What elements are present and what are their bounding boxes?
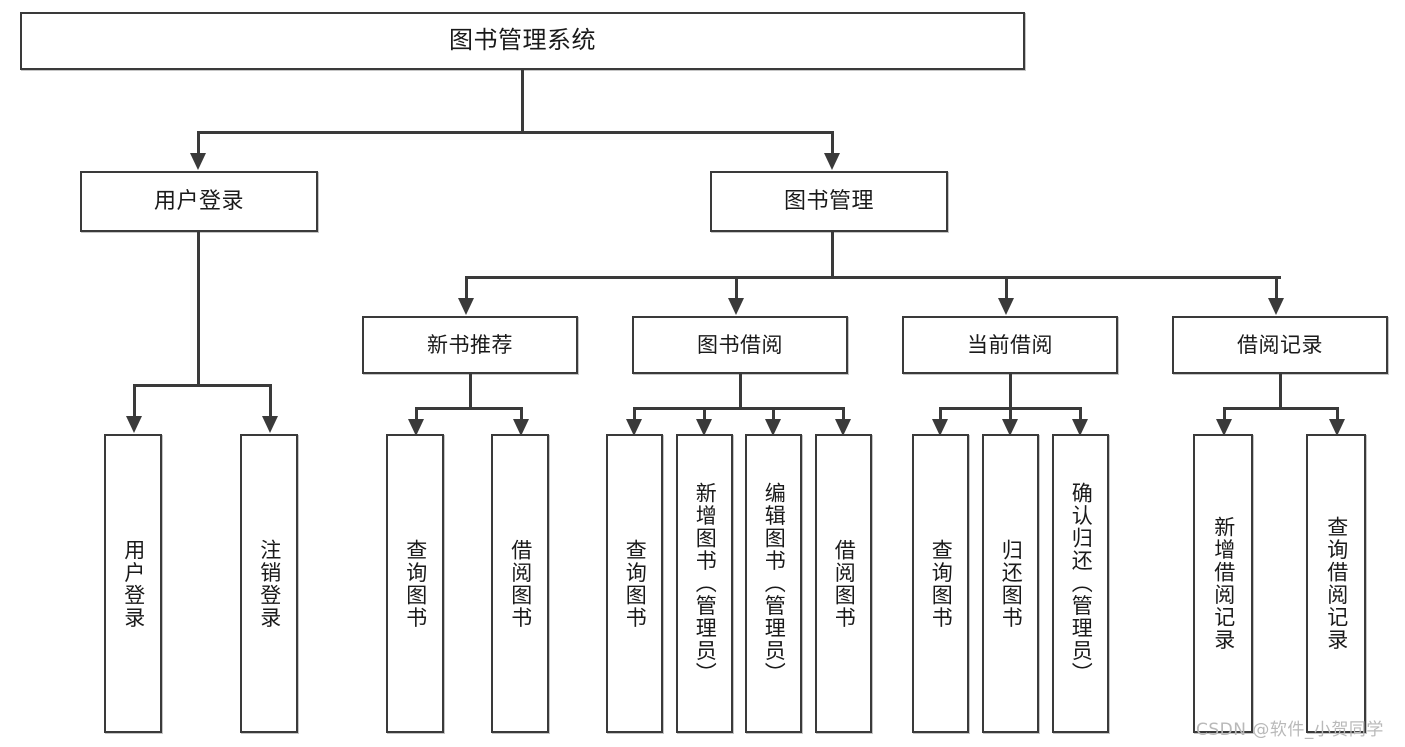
connector-user-login-bus	[134, 384, 272, 387]
arrowhead-cb-leaf-1	[932, 419, 948, 436]
arrowhead-bb-leaf-2	[696, 419, 712, 436]
connector-cb-drop-3	[1079, 407, 1082, 423]
arrowhead-root-to-book-management	[824, 153, 840, 170]
connector-bb-stem	[739, 374, 742, 408]
node-label: 借阅记录	[1237, 332, 1323, 357]
connector-root-bus	[198, 131, 834, 134]
node-label: 用户登录	[153, 188, 244, 214]
connector-cb-drop-1	[939, 407, 942, 423]
connector-br-drop-1	[1223, 407, 1226, 423]
node-book-management[interactable]: 图书管理	[710, 171, 948, 232]
leaf-user-login-login[interactable]: 用户登录	[104, 434, 162, 733]
arrowhead-bb-leaf-1	[626, 419, 642, 436]
arrowhead-bm-to-current-borrow	[998, 298, 1014, 315]
connector-br-drop-2	[1336, 407, 1339, 423]
connector-bm-drop-1	[465, 276, 468, 300]
node-book-borrow[interactable]: 图书借阅	[632, 316, 848, 374]
node-label: 借阅图书	[832, 538, 857, 629]
connector-bb-drop-4	[842, 407, 845, 423]
node-label: 查询图书	[403, 538, 428, 629]
node-label: 编辑图书（管理员）	[762, 482, 787, 685]
connector-cb-drop-2	[1009, 407, 1012, 423]
connector-root-drop-1	[197, 131, 200, 155]
arrowhead-root-to-user-login	[190, 153, 206, 170]
arrowhead-bm-to-borrow-record	[1268, 298, 1284, 315]
node-user-login[interactable]: 用户登录	[80, 171, 318, 232]
connector-nbr-stem	[469, 374, 472, 408]
node-label: 用户登录	[121, 538, 146, 629]
connector-nbr-drop-2	[520, 407, 523, 423]
connector-nbr-drop-1	[415, 407, 418, 423]
connector-root-stem	[521, 70, 524, 132]
arrowhead-bm-to-new-book-recommend	[458, 298, 474, 315]
arrowhead-br-leaf-2	[1329, 419, 1345, 436]
leaf-current-borrow-confirm-return[interactable]: 确认归还（管理员）	[1052, 434, 1109, 733]
arrowhead-nbr-leaf-1	[408, 419, 424, 436]
leaf-book-borrow-borrow[interactable]: 借阅图书	[815, 434, 872, 733]
node-label: 归还图书	[999, 538, 1024, 629]
node-label: 图书管理	[783, 188, 874, 214]
arrowhead-bb-leaf-4	[835, 419, 851, 436]
leaf-new-book-query[interactable]: 查询图书	[386, 434, 444, 733]
leaf-current-borrow-return[interactable]: 归还图书	[982, 434, 1039, 733]
node-label: 图书管理系统	[449, 26, 596, 55]
connector-bb-drop-2	[703, 407, 706, 423]
arrowhead-nbr-leaf-2	[513, 419, 529, 436]
arrowhead-bm-to-book-borrow	[728, 298, 744, 315]
arrowhead-br-leaf-1	[1216, 419, 1232, 436]
node-root-book-management-system[interactable]: 图书管理系统	[20, 12, 1025, 70]
connector-bm-drop-4	[1275, 276, 1278, 300]
node-label: 当前借阅	[967, 332, 1053, 357]
connector-br-stem	[1279, 374, 1282, 408]
leaf-book-borrow-query[interactable]: 查询图书	[606, 434, 663, 733]
connector-bb-drop-1	[633, 407, 636, 423]
node-label: 查询图书	[929, 538, 954, 629]
node-current-borrow[interactable]: 当前借阅	[902, 316, 1118, 374]
connector-bb-drop-3	[772, 407, 775, 423]
connector-bm-drop-3	[1005, 276, 1008, 300]
node-label: 新增图书（管理员）	[693, 482, 718, 685]
node-label: 注销登录	[257, 538, 282, 629]
leaf-user-login-logout[interactable]: 注销登录	[240, 434, 298, 733]
node-label: 新书推荐	[427, 332, 513, 357]
leaf-new-book-borrow[interactable]: 借阅图书	[491, 434, 549, 733]
connector-user-login-drop-2	[269, 384, 272, 418]
connector-bm-drop-2	[735, 276, 738, 300]
arrowhead-cb-leaf-2	[1002, 419, 1018, 436]
node-label: 查询借阅记录	[1324, 516, 1349, 651]
node-label: 确认归还（管理员）	[1069, 482, 1094, 685]
arrowhead-user-login-leaf-1	[126, 416, 142, 433]
arrowhead-user-login-leaf-2	[262, 416, 278, 433]
node-label: 查询图书	[623, 538, 648, 629]
connector-cb-stem	[1009, 374, 1012, 408]
connector-br-bus	[1224, 407, 1337, 410]
connector-book-management-bus	[466, 276, 1281, 279]
connector-root-drop-2	[831, 131, 834, 155]
connector-user-login-stem	[197, 232, 200, 385]
connector-user-login-drop-1	[133, 384, 136, 418]
node-new-book-recommend[interactable]: 新书推荐	[362, 316, 578, 374]
leaf-current-borrow-query[interactable]: 查询图书	[912, 434, 969, 733]
node-borrow-record[interactable]: 借阅记录	[1172, 316, 1388, 374]
node-label: 借阅图书	[508, 538, 533, 629]
arrowhead-bb-leaf-3	[765, 419, 781, 436]
leaf-borrow-record-query[interactable]: 查询借阅记录	[1306, 434, 1366, 733]
connector-nbr-bus	[416, 407, 523, 410]
connector-book-management-stem	[831, 232, 834, 277]
connector-bb-bus	[634, 407, 845, 410]
node-label: 新增借阅记录	[1211, 516, 1236, 651]
leaf-book-borrow-add[interactable]: 新增图书（管理员）	[676, 434, 733, 733]
watermark-csdn: CSDN @软件_小贺同学	[1196, 720, 1384, 740]
node-label: 图书借阅	[697, 332, 783, 357]
leaf-borrow-record-add[interactable]: 新增借阅记录	[1193, 434, 1253, 733]
leaf-book-borrow-edit[interactable]: 编辑图书（管理员）	[745, 434, 802, 733]
arrowhead-cb-leaf-3	[1072, 419, 1088, 436]
